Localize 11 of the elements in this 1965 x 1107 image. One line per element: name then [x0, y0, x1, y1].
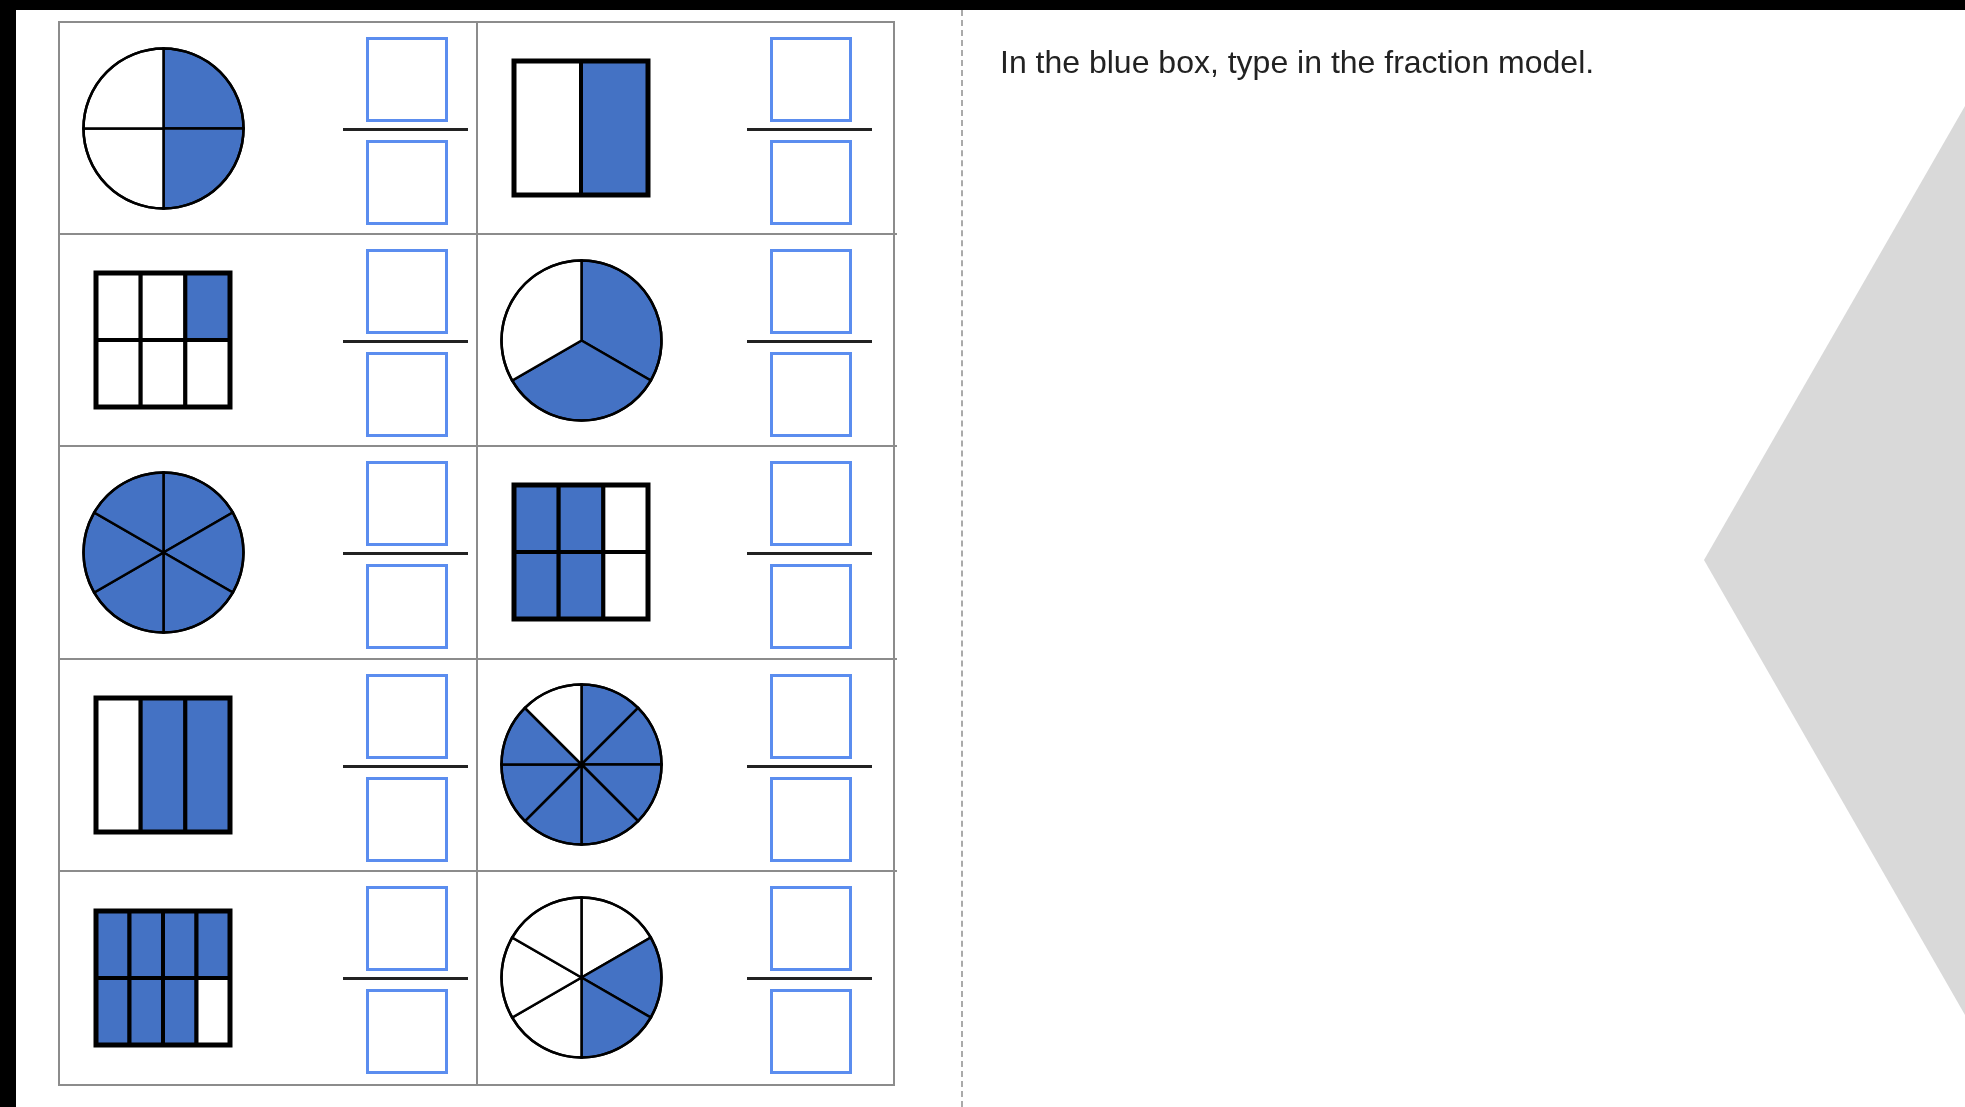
fraction-circle-drawing	[81, 471, 245, 634]
fraction-bar-model-drawing	[512, 59, 650, 198]
instruction-text: In the blue box, type in the fraction model.	[1000, 44, 1595, 81]
fraction-circle-drawing	[499, 258, 663, 422]
fraction-bar-model-drawing	[94, 695, 232, 834]
fraction-circle-drawing	[499, 896, 663, 1060]
fraction-bar-model-drawing	[94, 271, 232, 410]
fraction-bar-model-drawing	[94, 908, 232, 1047]
fraction-circle-drawing	[81, 46, 245, 210]
fraction-circle-drawing	[499, 683, 663, 847]
fraction-bar-model-drawing	[512, 483, 650, 622]
